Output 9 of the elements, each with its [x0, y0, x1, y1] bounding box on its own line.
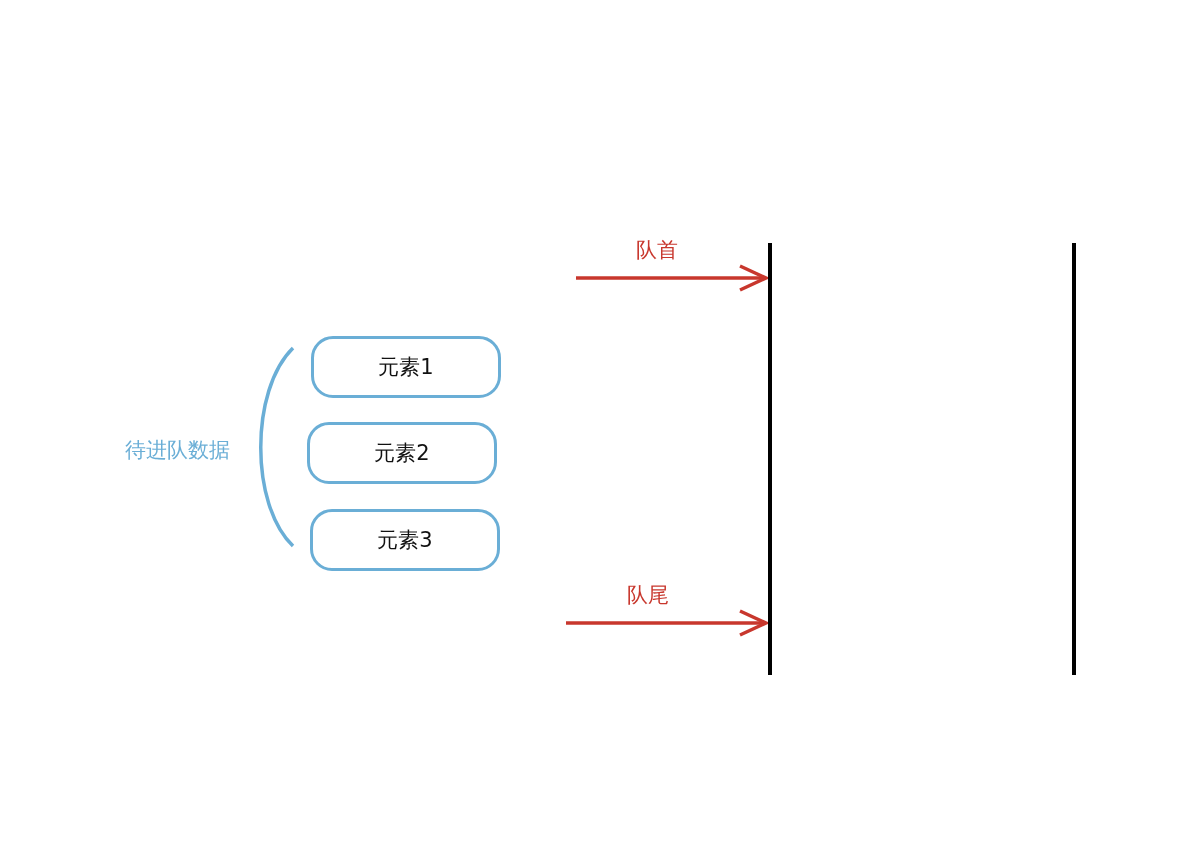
element-box: 元素3 [310, 509, 500, 571]
element-box: 元素2 [307, 422, 497, 484]
edge-label: 队尾 [627, 582, 669, 609]
arrow [566, 609, 771, 637]
arrow [576, 264, 771, 292]
group-label: 待进队数据 [125, 437, 230, 464]
edge-label: 队首 [636, 237, 678, 264]
queue-channel [768, 243, 1076, 675]
element-box: 元素1 [311, 336, 501, 398]
